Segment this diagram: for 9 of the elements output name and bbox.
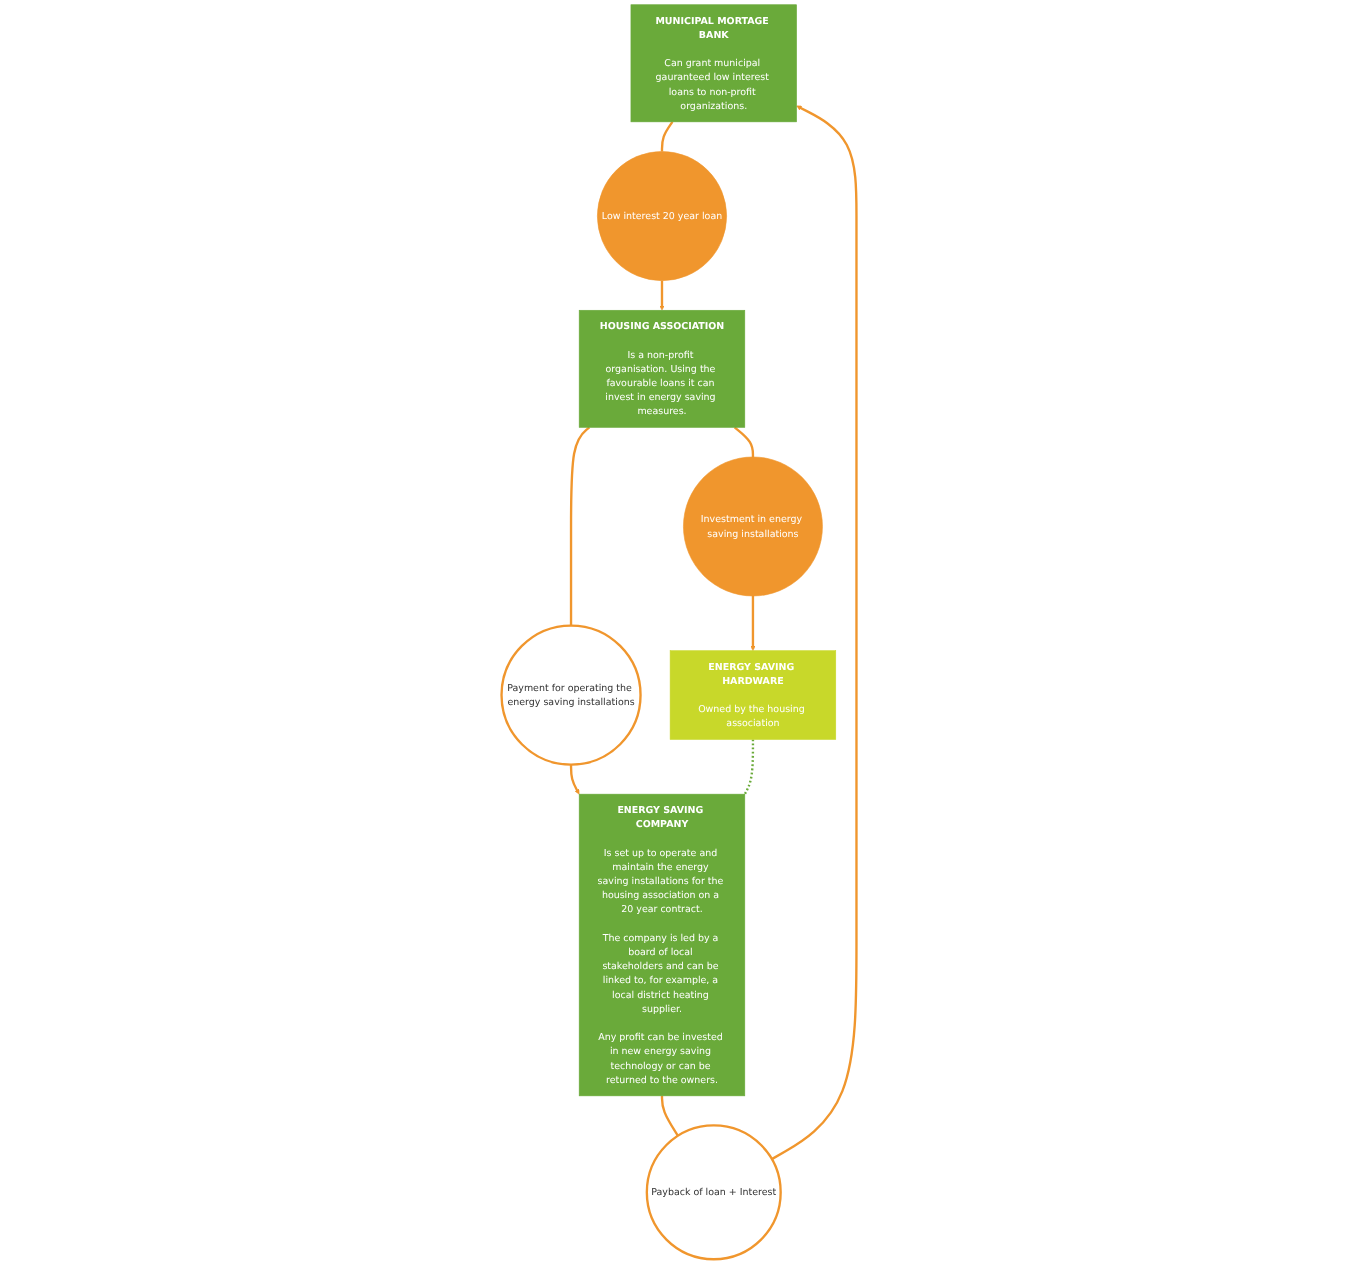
- arrow: [569, 764, 580, 795]
- arrow: [659, 280, 665, 311]
- connector: [660, 121, 674, 152]
- arrow: [771, 105, 858, 1161]
- connector: [743, 739, 755, 795]
- connector: [733, 426, 755, 457]
- connector: [660, 1095, 679, 1137]
- arrow: [750, 596, 756, 651]
- connector: [569, 426, 591, 626]
